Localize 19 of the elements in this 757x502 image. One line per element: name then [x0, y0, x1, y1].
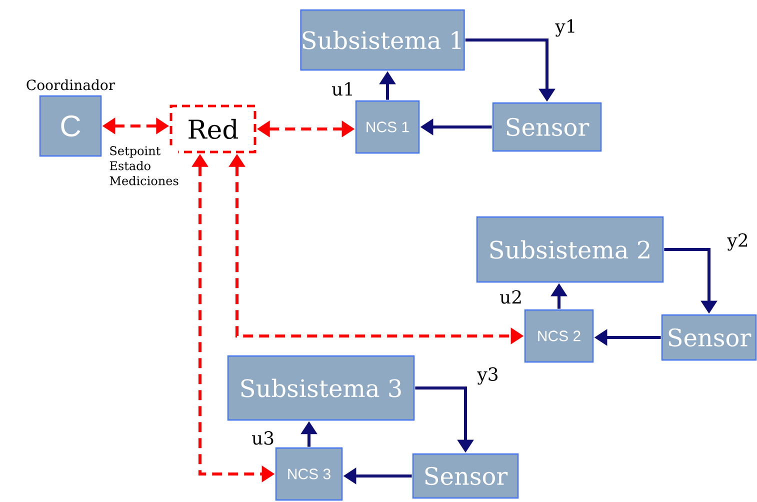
edge-label: y1	[554, 18, 578, 38]
edge-label: u2	[498, 289, 524, 305]
process-box: Sensor	[492, 102, 602, 152]
network-box: Red	[170, 104, 256, 154]
process-box: Subsistema 1	[300, 9, 465, 71]
edge-label: u3	[250, 430, 276, 446]
edge-label: y2	[726, 232, 750, 252]
process-box: NCS 2	[524, 309, 594, 363]
process-box: NCS 1	[355, 100, 420, 154]
edge-label: y3	[476, 366, 500, 386]
process-box: Sensor	[412, 453, 519, 499]
process-box: NCS 3	[275, 447, 343, 501]
process-box: Subsistema 2	[476, 216, 664, 283]
edge-label: u1	[330, 81, 356, 97]
process-box: Subsistema 3	[227, 355, 415, 421]
process-box: C	[39, 95, 102, 157]
edge-label: Setpoint Estado Mediciones	[108, 145, 178, 186]
node-caption: Coordinador	[26, 79, 116, 90]
process-box: Sensor	[661, 314, 757, 361]
